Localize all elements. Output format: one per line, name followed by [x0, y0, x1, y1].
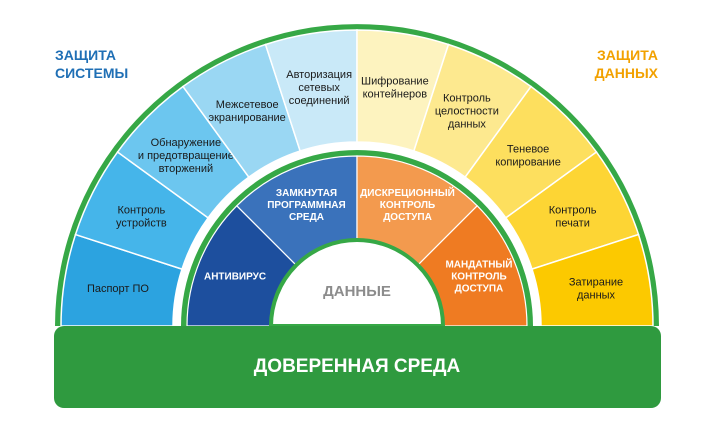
- outer-label-network-auth-line: сетевых: [298, 82, 340, 94]
- outer-label-data-wiping-line: данных: [577, 290, 616, 302]
- outer-label-firewall-line: Межсетевое: [216, 99, 279, 111]
- inner-label-closed-env-line: ПРОГРАММНАЯ: [267, 200, 345, 211]
- trusted-env-label: ДОВЕРЕННАЯ СРЕДА: [254, 356, 461, 377]
- inner-label-mandatory-access-line: МАНДАТНЫЙ: [445, 258, 512, 271]
- outer-label-integrity-control-line: Контроль: [443, 92, 491, 104]
- outer-label-firewall-line: экранирование: [208, 112, 285, 124]
- inner-label-mandatory-access-line: ДОСТУПА: [455, 284, 504, 295]
- inner-label-closed-env-line: ЗАМКНУТАЯ: [276, 188, 337, 199]
- title-right-line: ЗАЩИТА: [597, 47, 658, 63]
- inner-label-antivirus-line: АНТИВИРУС: [204, 272, 266, 283]
- inner-label-mandatory-access-line: КОНТРОЛЬ: [451, 272, 506, 283]
- outer-label-print-control-line: печати: [555, 218, 590, 230]
- outer-label-passport-po: Паспорт ПО: [87, 283, 149, 295]
- inner-label-discretionary-access-line: ДИСКРЕЦИОННЫЙ: [360, 186, 455, 199]
- outer-label-intrusion-detection-line: вторжений: [159, 163, 214, 175]
- outer-label-device-control-line: Контроль: [117, 205, 165, 217]
- inner-label-antivirus: АНТИВИРУС: [204, 272, 266, 283]
- outer-label-container-encryption-line: контейнеров: [363, 89, 428, 101]
- outer-label-integrity-control-line: целостности: [435, 105, 499, 117]
- base-layer: ДОВЕРЕННАЯ СРЕДА: [54, 326, 661, 408]
- data-protection-title: ЗАЩИТА ДАННЫХ: [595, 47, 659, 81]
- core-label: ДАННЫЕ: [323, 283, 391, 300]
- outer-label-intrusion-detection-line: и предотвращение: [138, 150, 234, 162]
- outer-label-intrusion-detection-line: Обнаружение: [151, 137, 221, 149]
- outer-label-integrity-control-line: данных: [448, 118, 487, 130]
- outer-label-shadow-copy-line: копирование: [495, 156, 561, 168]
- inner-label-discretionary-access-line: ДОСТУПА: [383, 212, 432, 223]
- outer-label-network-auth-line: соединений: [289, 95, 350, 107]
- trusted-env-base: [54, 326, 661, 408]
- outer-label-device-control-line: устройств: [116, 218, 167, 230]
- outer-label-print-control-line: Контроль: [549, 205, 597, 217]
- title-left-line: ЗАЩИТА: [55, 47, 116, 63]
- outer-label-container-encryption-line: Шифрование: [361, 76, 429, 88]
- side-titles: ЗАЩИТА СИСТЕМЫ ЗАЩИТА ДАННЫХ: [55, 47, 659, 81]
- system-protection-title: ЗАЩИТА СИСТЕМЫ: [55, 47, 128, 81]
- outer-label-passport-po-line: Паспорт ПО: [87, 283, 149, 295]
- outer-label-data-wiping-line: Затирание: [569, 277, 623, 289]
- inner-label-closed-env-line: СРЕДА: [289, 212, 324, 223]
- inner-label-discretionary-access-line: КОНТРОЛЬ: [380, 200, 435, 211]
- outer-label-shadow-copy-line: Теневое: [507, 143, 549, 155]
- title-right-line: ДАННЫХ: [595, 65, 659, 81]
- outer-label-network-auth-line: Авторизация: [286, 69, 352, 81]
- title-left-line: СИСТЕМЫ: [55, 65, 128, 81]
